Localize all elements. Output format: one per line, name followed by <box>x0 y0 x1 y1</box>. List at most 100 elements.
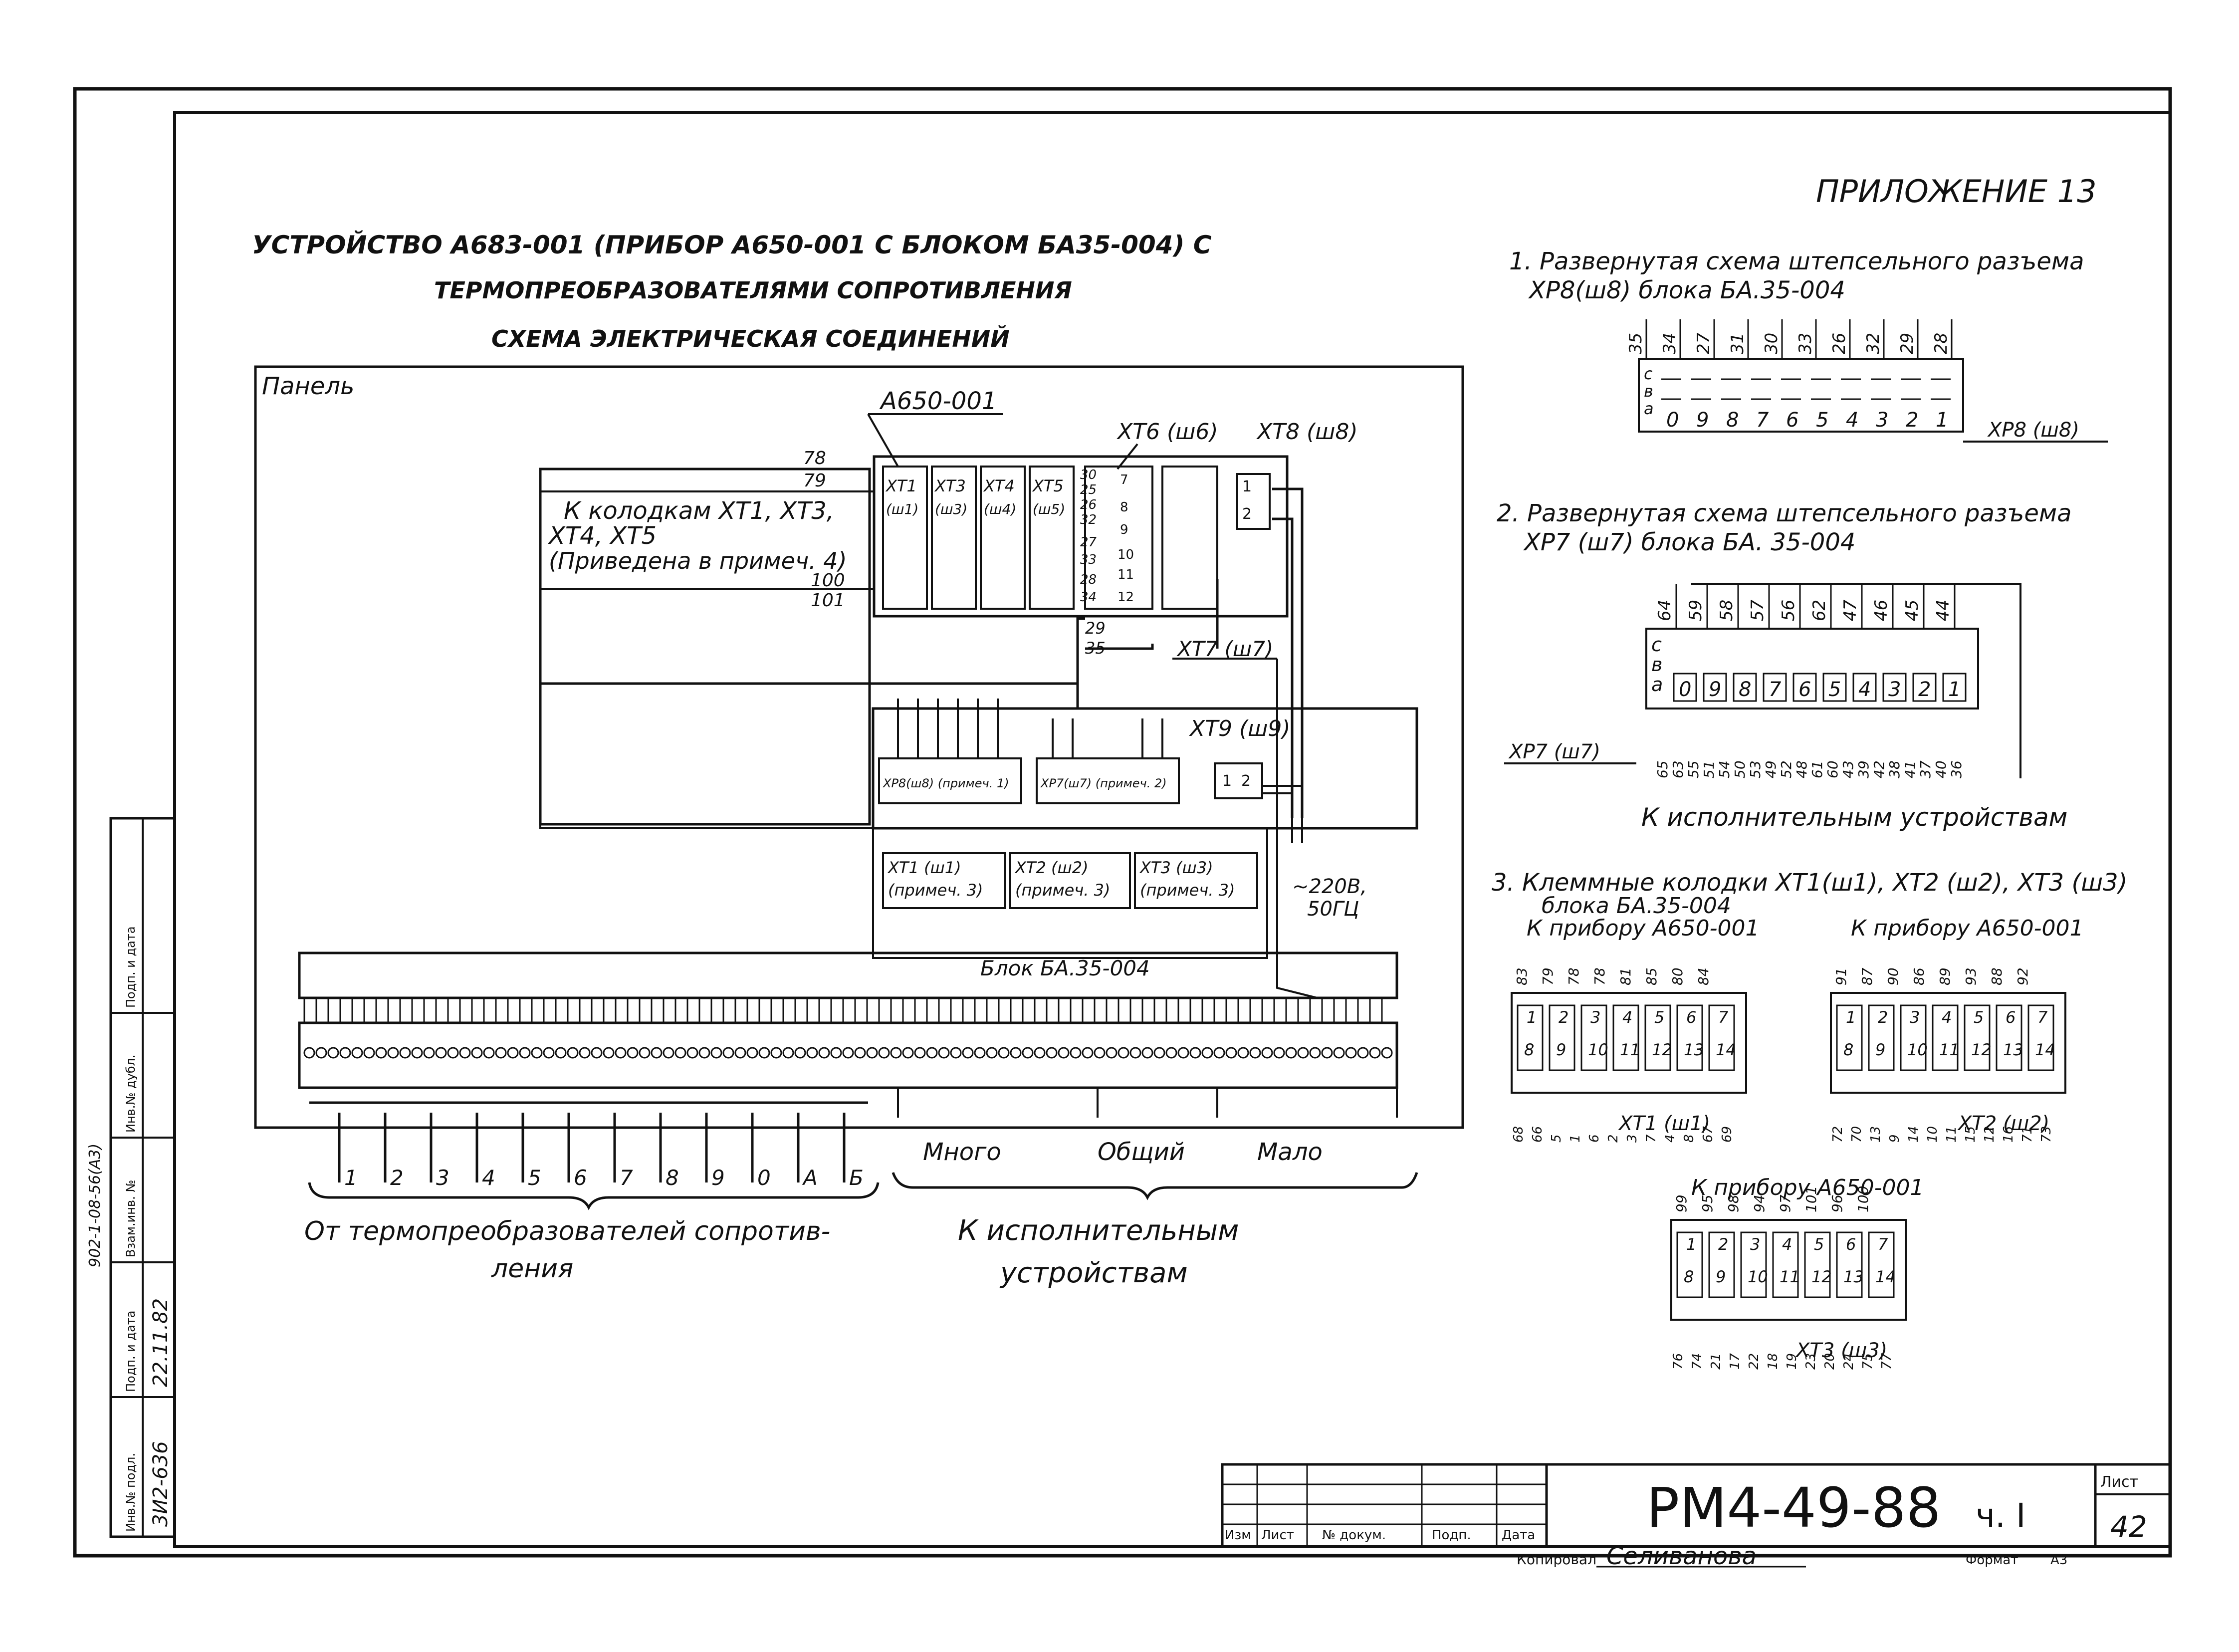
xt6-pin-7: 7 <box>1120 472 1128 487</box>
strip-terminal <box>842 1047 854 1059</box>
strip-terminal <box>1333 1047 1345 1059</box>
strip-terminal <box>1034 1047 1046 1059</box>
xp7-out-63: 63 <box>1670 760 1686 778</box>
strip-terminal <box>471 1047 483 1059</box>
xt3-pin-13: 13 <box>1843 1267 1864 1286</box>
xp7-out-40: 40 <box>1933 760 1949 778</box>
xt1-bottom-68: 68 <box>1511 1126 1526 1143</box>
xt1-pin-12: 12 <box>1652 1040 1672 1059</box>
xp7-pin-9: 9 <box>1709 678 1721 701</box>
xp8-wire-31: 31 <box>1728 333 1748 354</box>
strip-terminal <box>543 1047 555 1059</box>
xp7-pin-box <box>1882 673 1907 702</box>
xt3-pin-frame <box>1708 1231 1735 1298</box>
strip-terminal <box>363 1047 375 1059</box>
xp7-row-2: а <box>1651 674 1663 696</box>
xt1-top-79: 79 <box>1540 967 1556 985</box>
xp7-pin-2: 2 <box>1918 678 1931 701</box>
xp7-out-65: 65 <box>1654 760 1671 778</box>
xp8-pin-1: 1 <box>1936 409 1948 432</box>
device-label: А650-001 <box>879 387 997 415</box>
xt2-bottom-11: 11 <box>1944 1126 1959 1143</box>
strip-terminal <box>315 1047 327 1059</box>
xp8-wire-29: 29 <box>1897 333 1917 354</box>
strip-terminal <box>1369 1047 1381 1059</box>
strip-terminal <box>1297 1047 1309 1059</box>
xt1-top-78: 78 <box>1566 967 1582 985</box>
xp7-wire-59: 59 <box>1686 600 1706 621</box>
strip-terminal <box>1249 1047 1261 1059</box>
strip-terminal <box>794 1047 806 1059</box>
strip-terminal <box>866 1047 878 1059</box>
xt8-pin-2: 2 <box>1242 505 1252 523</box>
terminal-xt5-sub: (ш5) <box>1033 501 1065 517</box>
stamp-col-sheet: Лист <box>1261 1528 1294 1543</box>
strip-terminal <box>447 1047 459 1059</box>
xt3-bottom-75: 75 <box>1860 1353 1875 1370</box>
xp7-pin-1: 1 <box>1948 678 1961 701</box>
terminal-strip <box>298 1021 1398 1089</box>
power-freq-label: 50ГЦ <box>1307 898 1359 921</box>
strip-terminal <box>663 1047 674 1059</box>
xp8-pin-2: 2 <box>1906 409 1918 432</box>
xt1-body <box>1511 992 1747 1094</box>
strip-terminal <box>914 1047 926 1059</box>
xt2-pin-3: 3 <box>1910 1008 1920 1027</box>
xt6-pin-8: 8 <box>1120 500 1128 515</box>
xt2-pin-14: 14 <box>2035 1040 2055 1059</box>
xt1-pin-11: 11 <box>1620 1040 1640 1059</box>
xt1-pin-3: 3 <box>1590 1008 1600 1027</box>
sensor-4: 4 <box>482 1166 495 1190</box>
sensor-1: 1 <box>344 1166 358 1190</box>
xt2-bottom-16: 16 <box>2001 1126 2016 1143</box>
strip-terminal <box>1082 1047 1094 1059</box>
xt3-top-96: 96 <box>1829 1194 1845 1212</box>
strip-terminal <box>519 1047 531 1059</box>
strip-terminal <box>734 1047 746 1059</box>
diagram-xp8: 1. Развернутая схема штепсельного разъем… <box>1509 247 2108 443</box>
strip-terminal <box>938 1047 950 1059</box>
side-date: 22.11.82 <box>149 1298 172 1387</box>
xt3-top-99: 99 <box>1673 1194 1690 1212</box>
wire-25: 25 <box>1080 482 1097 497</box>
xp7-pin-0: 0 <box>1679 678 1691 701</box>
xt1-pin-frame <box>1644 1004 1671 1071</box>
sensor-0: 0 <box>757 1166 771 1190</box>
panel-label: Панель <box>262 372 354 400</box>
strip-terminal <box>567 1047 579 1059</box>
xp7-pin-4: 4 <box>1858 678 1871 701</box>
block-xt1 <box>882 852 1006 909</box>
strip-terminal <box>1213 1047 1225 1059</box>
xt1-bottom-7: 7 <box>1644 1134 1659 1143</box>
note-line-2: ХТ4, ХТ5 <box>547 522 657 550</box>
strip-terminal <box>1261 1047 1273 1059</box>
side-inv-number: 3И2-636 <box>149 1441 172 1527</box>
diagram2-caption: К исполнительным устройствам <box>1641 803 2067 832</box>
xt3-top-95: 95 <box>1699 1194 1716 1212</box>
xt3-pin-4: 4 <box>1782 1235 1792 1254</box>
xt1-pin-6: 6 <box>1686 1008 1696 1027</box>
xp7-pin-6: 6 <box>1798 678 1811 701</box>
side-label-sign-1: Подп. и дата <box>124 1311 138 1393</box>
xp7-wire-46: 46 <box>1871 600 1891 621</box>
terminal-xt3-sub: (ш3) <box>935 501 967 517</box>
xt2-top-89: 89 <box>1937 967 1953 985</box>
xp8-wire-26: 26 <box>1829 333 1849 354</box>
xt3-pin-12: 12 <box>1811 1267 1832 1286</box>
strip-terminal <box>423 1047 435 1059</box>
diagram3-title-2: блока БА.35-004 <box>1542 893 1731 919</box>
xp8-pin-4: 4 <box>1846 409 1858 432</box>
xt2-top-93: 93 <box>1963 967 1979 985</box>
strip-terminal <box>1201 1047 1213 1059</box>
xt3-pin-11: 11 <box>1780 1267 1800 1286</box>
xp8-row-2: а <box>1644 399 1654 418</box>
xt3-pin-frame <box>1836 1231 1863 1298</box>
strip-terminal <box>591 1047 603 1059</box>
xp7-out-49: 49 <box>1763 760 1779 778</box>
xt1-pin-7: 7 <box>1718 1008 1729 1027</box>
xp7-pin-box <box>1942 673 1967 702</box>
strip-terminal <box>806 1047 818 1059</box>
wire-27: 27 <box>1080 535 1097 550</box>
xp8-wire-30: 30 <box>1762 333 1782 354</box>
